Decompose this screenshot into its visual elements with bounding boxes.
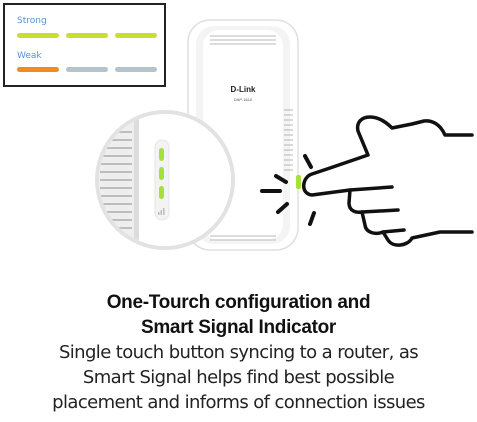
pointing-hand-icon <box>302 115 474 247</box>
product-illustration: D-Link DAP-1610 <box>95 19 474 251</box>
top-vent <box>210 35 276 45</box>
led-segment-2 <box>159 167 164 180</box>
product-svg: D-Link DAP-1610 <box>95 19 474 251</box>
caption-title-line-1: One-Tourch configuration and <box>106 292 371 313</box>
caption-body-line-2: Smart Signal helps find best possible <box>82 367 395 388</box>
feature-caption: One-Tourch configuration and Smart Signa… <box>0 290 477 415</box>
caption-body-line-1: Single touch button syncing to a router,… <box>58 342 419 363</box>
device-model: DAP-1610 <box>234 97 253 102</box>
wps-touch-button <box>296 175 301 189</box>
strong-bar-1 <box>17 33 59 38</box>
signal-strength-legend: Strong Weak <box>3 3 166 87</box>
device-brand: D-Link <box>231 85 256 94</box>
tap-burst-icon <box>260 154 316 226</box>
strong-bar-2 <box>66 33 108 38</box>
strong-label: Strong <box>17 16 47 26</box>
led-segment-3 <box>159 186 164 199</box>
led-segment-1 <box>159 148 164 161</box>
caption-body-line-3: placement and informs of connection issu… <box>52 392 425 413</box>
weak-label: Weak <box>17 51 42 61</box>
weak-bar-1 <box>17 67 59 72</box>
bottom-vent <box>210 235 276 241</box>
signal-icon <box>158 208 165 215</box>
weak-bar-2 <box>66 67 108 72</box>
weak-bar-3 <box>115 67 157 72</box>
strong-bar-3 <box>115 33 157 38</box>
caption-title-line-2: Smart Signal Indicator <box>140 317 337 338</box>
side-vent <box>284 109 293 171</box>
